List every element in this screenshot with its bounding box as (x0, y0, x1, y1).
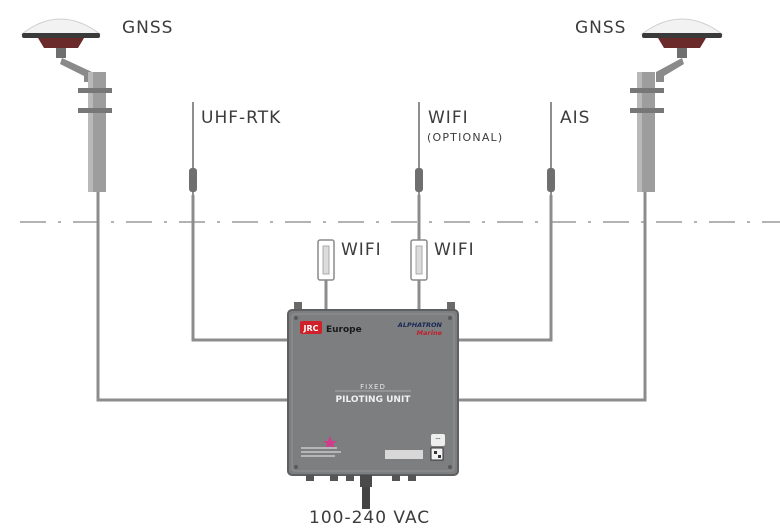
label-ais: AIS (560, 108, 591, 128)
label-wifi-optional: (OPTIONAL) (427, 131, 504, 144)
fixed-piloting-unit: JRC Europe ALPHATRON Marine FIXED PILOTI… (287, 302, 459, 509)
wifi-sticker-icon: ⌔ (434, 436, 442, 445)
whip-antenna-wifi (415, 102, 423, 195)
cable-uhf-rtk (191, 195, 288, 342)
cable-gland-1 (306, 475, 314, 481)
gnss-antenna-right (630, 18, 724, 192)
jrc-logo-text: JRC (302, 324, 318, 333)
cable-gland-5 (408, 475, 416, 481)
europe-logo-text: Europe (326, 325, 362, 335)
alphatron-logo-text: ALPHATRON (397, 321, 443, 329)
whip-antenna-ais (547, 102, 555, 195)
label-wifi-top: WIFI (428, 108, 469, 128)
wifi-panel-antenna-right (410, 239, 428, 281)
product-line2: PILOTING UNIT (336, 395, 412, 405)
label-power: 100-240 VAC (309, 508, 431, 528)
cable-gnss-right (458, 192, 647, 402)
cables (96, 192, 647, 402)
cable-ais (458, 195, 553, 342)
jrc-logo-badge (300, 321, 322, 334)
marine-logo-text: Marine (417, 329, 443, 337)
label-wifi-right: WIFI (434, 240, 475, 260)
whip-antenna-uhf-rtk (189, 102, 197, 195)
wifi-panel-antenna-left (317, 239, 335, 281)
power-gland (360, 475, 372, 487)
product-line1: FIXED (360, 383, 386, 391)
label-uhf-rtk: UHF-RTK (201, 108, 282, 128)
label-gnss-left: GNSS (122, 18, 174, 38)
gnss-antenna-left (20, 18, 112, 192)
cable-gland-2 (330, 475, 338, 481)
label-wifi-left: WIFI (341, 240, 382, 260)
wifi-sticker (431, 434, 445, 446)
certification-logo (301, 436, 341, 457)
cable-gland-3 (346, 475, 354, 481)
cable-gland-4 (392, 475, 400, 481)
label-gnss-right: GNSS (575, 18, 627, 38)
cable-gnss-left (96, 192, 288, 402)
power-cable (362, 487, 370, 509)
rating-label (385, 450, 423, 459)
